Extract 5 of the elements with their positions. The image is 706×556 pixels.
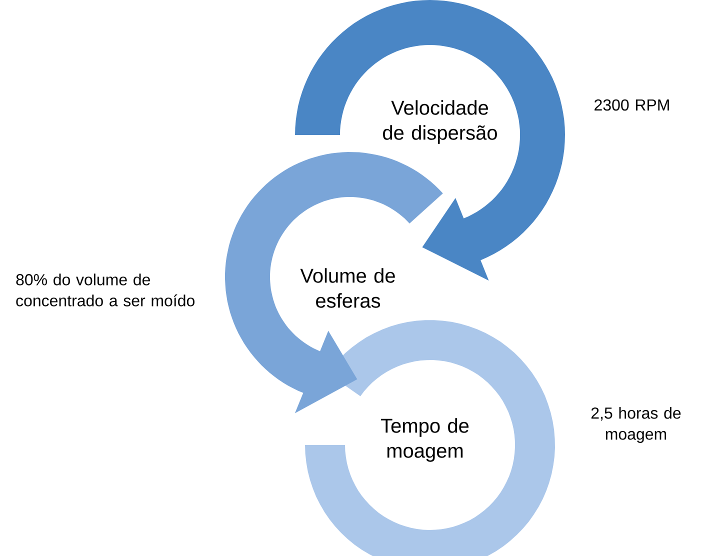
side-note: 2,5 horas de moagem xyxy=(591,407,681,443)
side-note: 2300 RPM xyxy=(594,99,669,111)
ring-segment: Volume de esferas xyxy=(225,152,443,414)
side-note: 80% do volume de concentrado a ser moído xyxy=(16,274,194,306)
ring-segment: Tempo de moagem xyxy=(305,320,555,556)
